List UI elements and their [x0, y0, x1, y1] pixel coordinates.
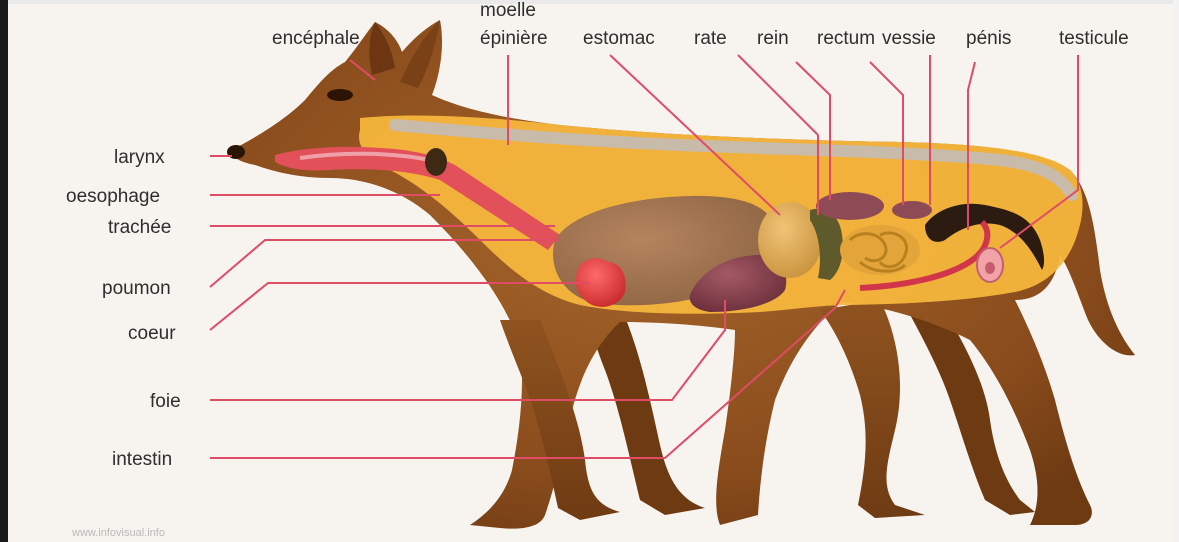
label-foie: foie — [150, 391, 181, 412]
label-testicule: testicule — [1059, 28, 1129, 49]
label-trachee: trachée — [108, 217, 171, 238]
label-moelle-line2: épinière — [480, 28, 548, 49]
larynx-organ — [425, 148, 447, 176]
label-rein: rein — [757, 28, 789, 49]
watermark: www.infovisual.info — [71, 527, 165, 539]
label-rate: rate — [694, 28, 727, 49]
intestine-organ — [840, 225, 920, 275]
label-penis: pénis — [966, 28, 1011, 49]
label-encephale: encéphale — [272, 28, 360, 49]
label-rectum: rectum — [817, 28, 875, 49]
label-poumon: poumon — [102, 278, 171, 299]
label-intestin: intestin — [112, 449, 172, 470]
label-oesophage: oesophage — [66, 186, 160, 207]
label-larynx: larynx — [114, 147, 165, 168]
label-estomac: estomac — [583, 28, 655, 49]
dog-eye — [327, 89, 353, 101]
kidney-organ — [816, 192, 884, 220]
label-moelle-line1: moelle — [480, 0, 536, 21]
label-coeur: coeur — [128, 323, 176, 344]
testicle-inner — [985, 262, 995, 274]
rectum-organ — [892, 201, 932, 219]
label-vessie: vessie — [882, 28, 936, 49]
